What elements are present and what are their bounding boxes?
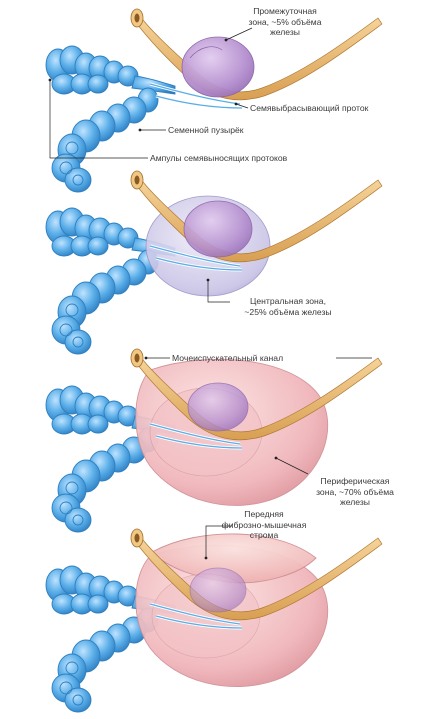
transition-zone [181, 36, 255, 98]
panel-transition-zone [45, 8, 383, 193]
label-ampullae: Ампулы семявыносящих протоков [150, 153, 288, 163]
panel-central-zone [45, 170, 383, 355]
label-central-zone-line2: ~25% объёма железы [244, 306, 332, 317]
panel-peripheral-zone [45, 348, 383, 533]
label-central-zone: Центральная зона, ~25% объёма железы [228, 296, 348, 317]
anterior-fibromuscular-stroma [151, 533, 317, 584]
label-central-zone-line1: Центральная зона, [250, 296, 326, 306]
panel-anterior-stroma [45, 525, 383, 713]
label-transition-zone-line2: зона, ~5% объёма [248, 16, 322, 27]
label-transition-zone-line1: Промежуточная [253, 6, 317, 16]
label-transition-zone: Промежуточная зона, ~5% объёма железы [230, 6, 340, 38]
label-peripheral-zone: Периферическая зона, ~70% объёма железы [300, 476, 410, 508]
label-anterior-stroma-line1: Передняя [244, 509, 284, 519]
label-transition-zone-line3: железы [270, 27, 300, 37]
label-anterior-stroma-line3: строма [249, 530, 279, 540]
label-peripheral-zone-line1: Периферическая [320, 476, 390, 486]
label-anterior-stroma-line2: фиброзно-мышечная [221, 519, 307, 530]
label-anterior-stroma: Передняя фиброзно-мышечная строма [214, 509, 314, 541]
label-urethra: Мочеиспускательный канал [172, 353, 284, 363]
label-seminal-vesicle: Семенной пузырёк [168, 125, 244, 135]
label-ejaculatory-duct: Семявыбрасывающий проток [250, 103, 369, 113]
label-peripheral-zone-line2: зона, ~70% объёма [316, 486, 394, 497]
label-peripheral-zone-line3: железы [340, 497, 370, 507]
